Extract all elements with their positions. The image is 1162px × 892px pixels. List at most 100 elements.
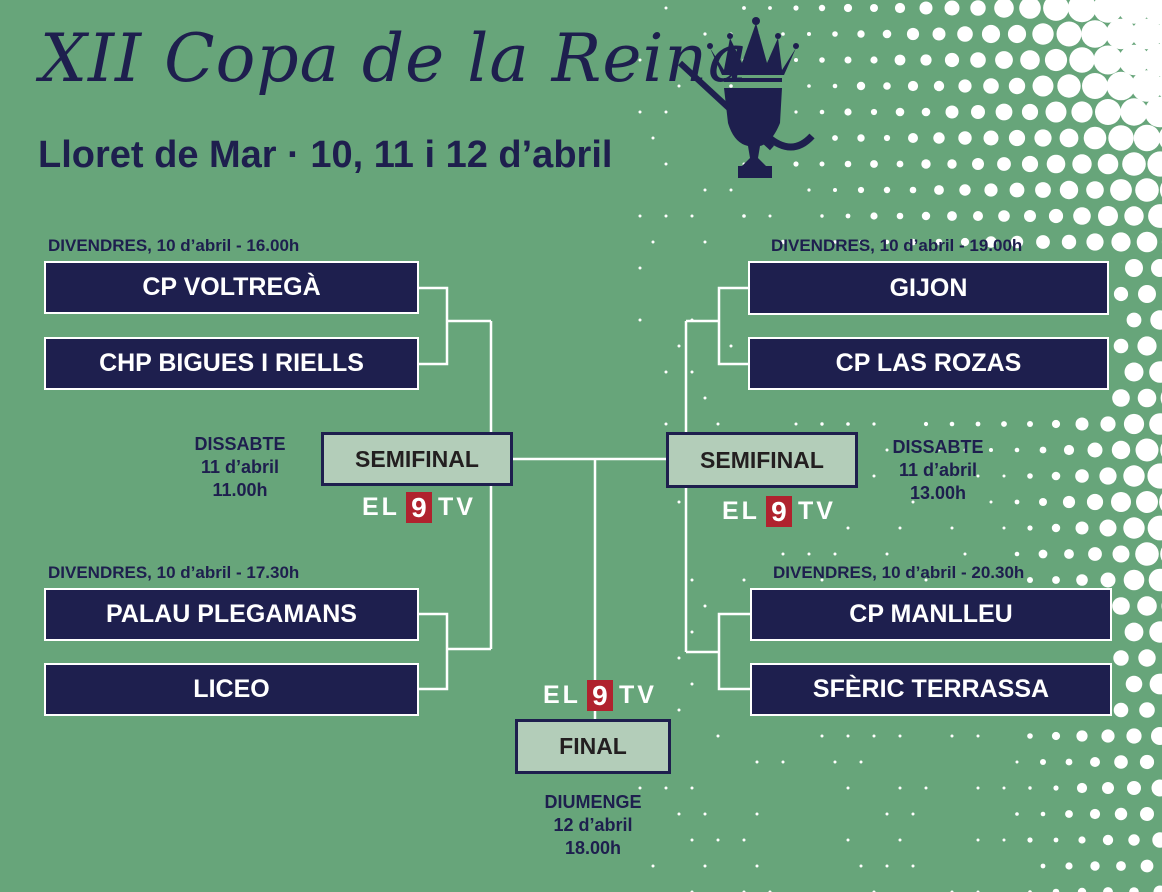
decor-dot (1105, 18, 1137, 50)
time: 13.00h (909, 483, 967, 503)
decor-dot (846, 734, 850, 738)
decor-dot (919, 1, 933, 15)
decor-dot (1061, 234, 1077, 250)
decor-dot (944, 0, 960, 16)
decor-dot (1002, 838, 1006, 842)
decor-dot (844, 56, 852, 64)
decor-dot (1002, 786, 1006, 790)
decor-dot (898, 526, 902, 530)
decor-dot (638, 318, 642, 322)
decor-dot (729, 188, 733, 192)
decor-dot (924, 786, 928, 790)
decor-dot (1040, 863, 1046, 869)
decor-dot (883, 134, 891, 142)
decor-dot (703, 188, 707, 192)
decor-dot (703, 604, 707, 608)
decor-dot (972, 158, 984, 170)
day: DISSABTE (892, 437, 984, 457)
decor-dot (947, 159, 957, 169)
decor-dot (883, 82, 891, 90)
logo-suffix: TV (618, 681, 657, 709)
decor-dot (651, 136, 655, 140)
decor-dot (1125, 675, 1143, 693)
decor-dot (1138, 649, 1156, 667)
decor-dot (833, 760, 837, 764)
decor-dot (989, 500, 993, 504)
decor-dot (1087, 442, 1103, 458)
decor-dot (885, 812, 889, 816)
decor-dot (1111, 440, 1131, 460)
decor-dot (1111, 232, 1131, 252)
decor-dot (870, 108, 878, 116)
decor-dot (920, 54, 932, 66)
decor-dot (1150, 310, 1162, 330)
decor-dot (898, 786, 902, 790)
decor-dot (1113, 702, 1129, 718)
decor-dot (957, 26, 973, 42)
decor-dot (690, 630, 694, 634)
decor-dot (1123, 413, 1145, 435)
decor-dot (894, 54, 906, 66)
decor-dot (933, 132, 945, 144)
decor-dot (781, 32, 785, 36)
decor-dot (1008, 129, 1026, 147)
decor-dot (729, 344, 733, 348)
decor-dot (882, 29, 892, 39)
decor-dot (1140, 859, 1154, 873)
decor-dot (1051, 523, 1061, 533)
time: 18.00h (564, 838, 622, 858)
decor-dot (716, 422, 720, 426)
decor-dot (1014, 447, 1020, 453)
decor-dot (1045, 101, 1067, 123)
decor-dot (1135, 438, 1159, 462)
decor-dot (1147, 463, 1162, 489)
match-date: DIVENDRES, 10 d’abril - 17.30h (48, 563, 300, 582)
decor-dot (960, 237, 970, 247)
decor-dot (1123, 465, 1145, 487)
time: 11.00h (212, 480, 268, 500)
decor-dot (856, 81, 866, 91)
decor-dot (1002, 526, 1006, 530)
decor-dot (1048, 208, 1064, 224)
decor-dot (1032, 23, 1054, 45)
decor-dot (1064, 549, 1074, 559)
decor-dot (1053, 837, 1059, 843)
logo-prefix: EL (362, 493, 400, 521)
decor-dot (819, 57, 825, 63)
decor-dot (1124, 362, 1144, 382)
decor-dot (859, 240, 863, 244)
decor-dot (997, 157, 1011, 171)
decor-dot (1072, 154, 1092, 174)
page-title: XII Copa de la Reina (40, 20, 749, 97)
decor-dot (1093, 0, 1123, 23)
decor-dot (1101, 729, 1115, 743)
decor-dot (638, 266, 642, 270)
decor-dot (1088, 547, 1102, 561)
decor-dot (1009, 182, 1025, 198)
decor-dot (885, 864, 889, 868)
decor-dot (998, 210, 1010, 222)
decor-dot (703, 396, 707, 400)
decor-dot (1106, 71, 1136, 101)
decor-dot (1111, 492, 1131, 512)
decor-dot (894, 2, 906, 14)
decor-dot (970, 52, 986, 68)
decor-dot (1067, 0, 1097, 23)
decor-dot (833, 552, 837, 556)
decor-dot (947, 211, 957, 221)
decor-dot (870, 212, 878, 220)
decor-dot (1065, 862, 1073, 870)
decor-dot (1027, 525, 1033, 531)
decor-dot (1039, 446, 1047, 454)
decor-dot (677, 500, 681, 504)
decor-dot (872, 734, 876, 738)
decor-dot (1143, 43, 1162, 77)
decor-dot (664, 110, 668, 114)
decor-dot (995, 51, 1013, 69)
decor-dot (1053, 785, 1059, 791)
decor-dot (983, 78, 999, 94)
decor-dot (1126, 312, 1142, 328)
final-box: FINAL (515, 719, 671, 774)
team-box: PALAU PLEGAMANS (44, 588, 419, 641)
decor-dot (911, 864, 915, 868)
